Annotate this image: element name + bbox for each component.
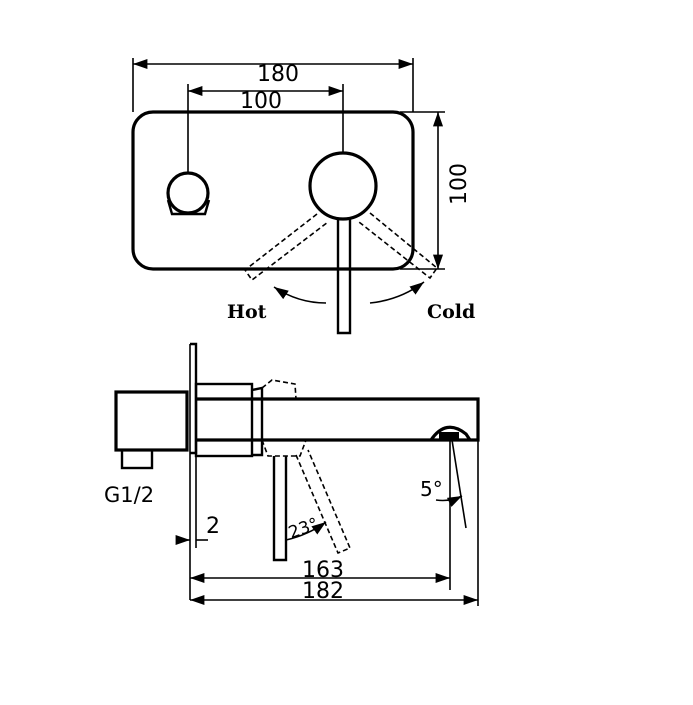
mixer-body <box>194 382 254 458</box>
stream-angled <box>451 439 467 529</box>
label-thread: G1/2 <box>104 483 154 507</box>
dim-100-vertical-label: 100 <box>447 163 472 205</box>
cold-rotation-arc <box>369 281 425 304</box>
label-hot: Hot <box>227 301 267 323</box>
hot-rotation-arc <box>273 286 327 304</box>
aerator-fill <box>439 432 459 439</box>
wall-plate <box>131 110 415 271</box>
handle-tilted <box>295 449 352 555</box>
dim-163-label: 163 <box>302 558 344 583</box>
dim-23-label: 23° <box>286 514 321 543</box>
handle-hot-position <box>243 213 329 282</box>
handle-down <box>272 456 288 562</box>
dim-182-label: 182 <box>302 579 344 604</box>
dim-2-label: 2 <box>206 514 220 539</box>
dim-100-horizontal-label: 100 <box>240 89 282 114</box>
dim-180-label: 180 <box>257 62 299 87</box>
diverter-knob-base <box>166 199 211 216</box>
spout-angle-arc <box>435 495 463 507</box>
handle-head-top <box>261 379 297 400</box>
handle-head-bottom <box>261 439 307 457</box>
valve-body <box>114 390 189 452</box>
inlet-stub <box>120 448 154 470</box>
label-cold: Cold <box>427 301 475 323</box>
side-view: G1/2 23° 5° 2 163 <box>104 342 480 606</box>
mixer-knob <box>308 151 378 221</box>
handle-angle-arc <box>285 521 327 541</box>
dim-5-label: 5° <box>420 477 443 501</box>
handle-center <box>336 219 352 335</box>
top-view: Hot Cold 180 100 100 <box>131 58 475 335</box>
handle-cold-position <box>358 212 439 280</box>
mixer-cap <box>251 386 264 457</box>
aerator <box>429 425 472 441</box>
diverter-knob <box>166 171 210 215</box>
spout <box>196 397 480 442</box>
